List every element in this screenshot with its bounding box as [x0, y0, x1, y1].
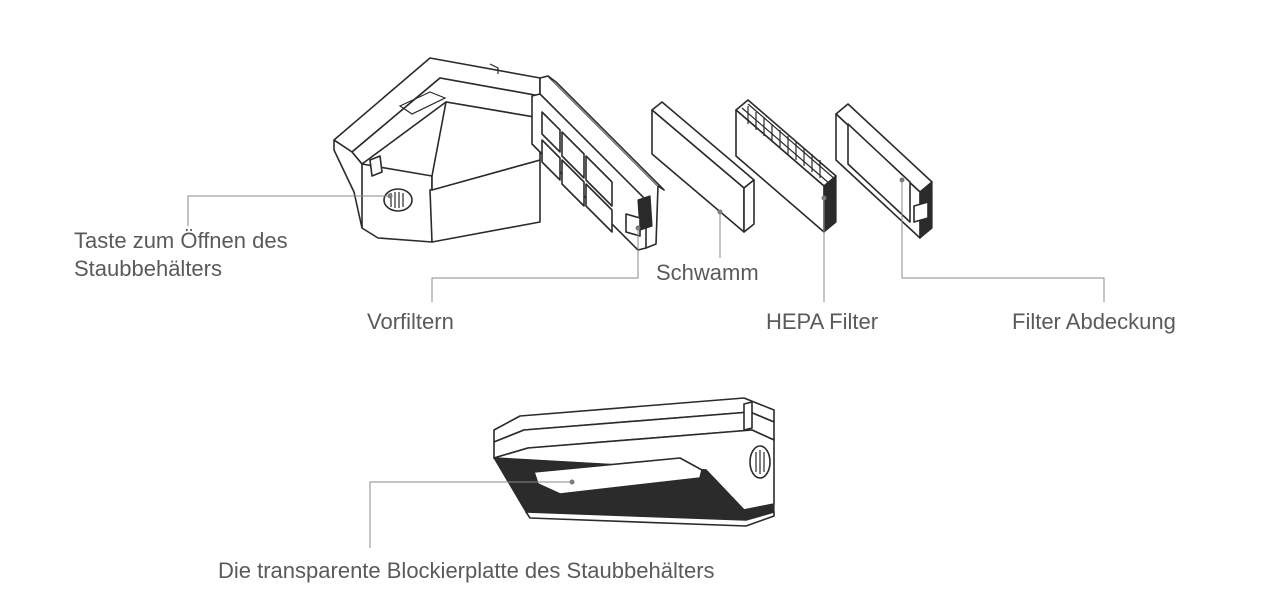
button-label-line2: Staubbehälters [74, 256, 222, 281]
leader-lines [187, 177, 1105, 548]
filter-cover-illustration [835, 103, 933, 239]
prefilter-label: Vorfiltern [367, 309, 454, 334]
prefilter-door-illustration [531, 75, 665, 251]
button-leader-line [187, 195, 390, 226]
hepa-label: HEPA Filter [766, 309, 879, 334]
sponge-illustration [651, 101, 755, 233]
plate-label: Die transparente Blockierplatte des Stau… [218, 558, 715, 583]
button-label-line1: Taste zum Öffnen des [74, 228, 288, 253]
dustbin-open-illustration [333, 57, 541, 243]
cover-leader-line [901, 180, 1105, 302]
dustbin-closed-illustration [493, 397, 775, 527]
plate-leader-line [369, 481, 572, 548]
prefilter-leader-line [431, 228, 639, 302]
cover-label: Filter Abdeckung [1012, 309, 1176, 334]
sponge-label: Schwamm [656, 260, 759, 285]
